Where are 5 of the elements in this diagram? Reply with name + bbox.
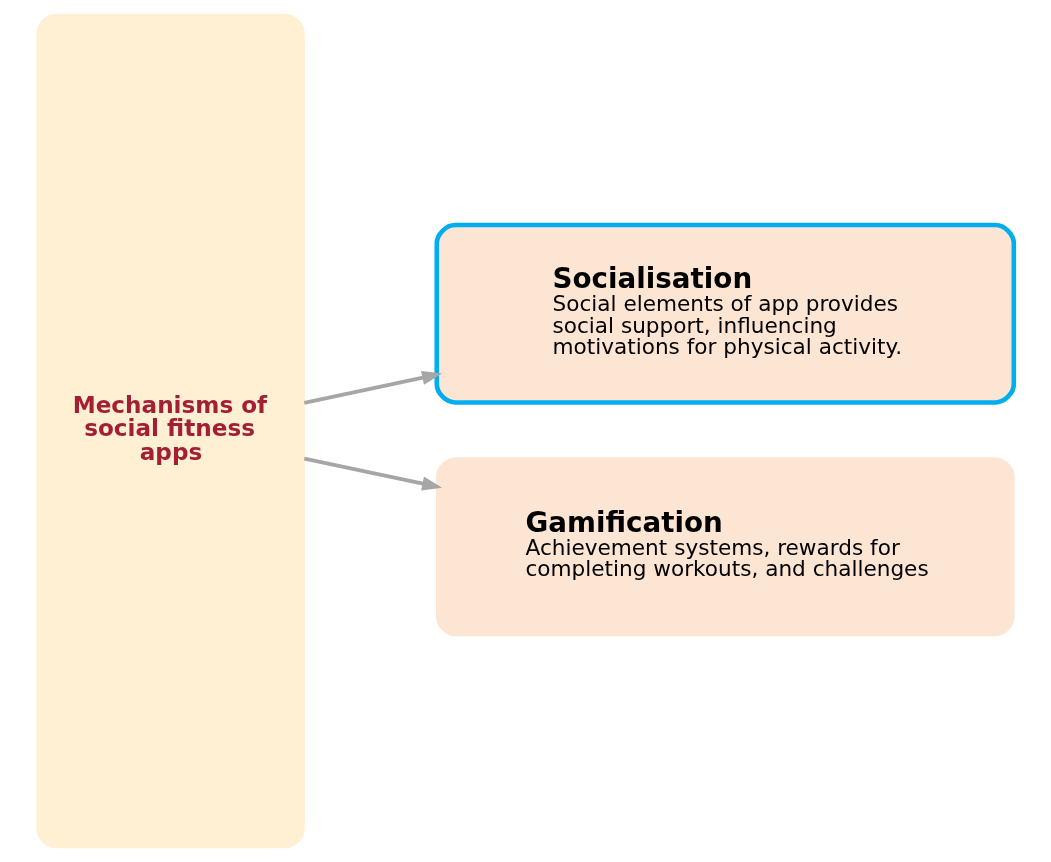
node-box: Socialisation Social elements of app provides social support, influencing motivations for physical activity. [434, 222, 1017, 405]
node-box: Mechanisms of social fitness apps [36, 13, 305, 849]
node-box: Gamification Achievement systems, rewards for completing workouts, and challenges [436, 457, 1015, 637]
arrow [303, 456, 443, 491]
arrow [303, 370, 443, 405]
